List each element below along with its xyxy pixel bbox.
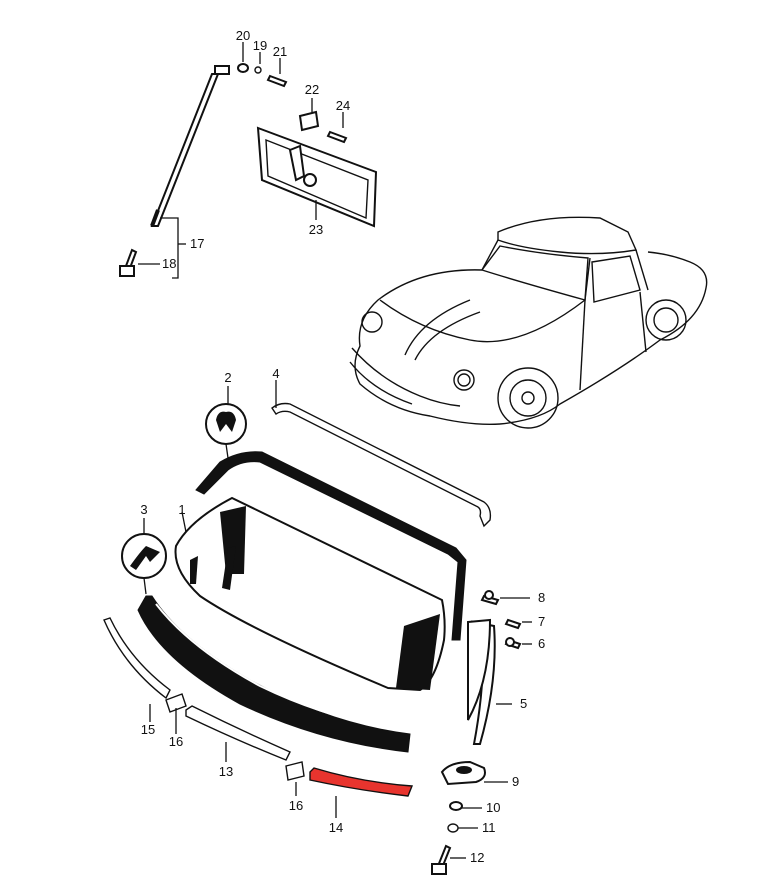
label-24: 24 (336, 98, 350, 113)
label-18: 18 (162, 256, 176, 271)
windshield-glass-1 (174, 496, 446, 692)
label-8: 8 (538, 590, 545, 605)
part-number-labels: 1 2 3 4 5 6 7 8 9 10 11 12 13 14 15 16 1… (140, 28, 545, 865)
label-16-right: 16 (289, 798, 303, 813)
label-19: 19 (253, 38, 267, 53)
screw-21 (266, 74, 288, 88)
car-illustration (349, 216, 708, 429)
callout-profile-3 (121, 533, 167, 579)
label-21: 21 (273, 44, 287, 59)
label-12: 12 (470, 850, 484, 865)
label-10: 10 (486, 800, 500, 815)
mirror-rod (150, 73, 220, 227)
rear-view-mirror-assembly (119, 63, 378, 277)
label-6: 6 (538, 636, 545, 651)
corner-trim-5 (467, 618, 496, 745)
label-2: 2 (224, 370, 231, 385)
trim-strip-15 (103, 617, 171, 700)
clip-16-right (285, 761, 305, 781)
label-23: 23 (309, 222, 323, 237)
label-15: 15 (141, 722, 155, 737)
label-3: 3 (140, 502, 147, 517)
label-9: 9 (512, 774, 519, 789)
rod-cap (214, 65, 230, 75)
mirror-23 (256, 126, 378, 228)
ring-19 (254, 66, 262, 74)
label-11: 11 (482, 820, 496, 835)
label-17: 17 (190, 236, 204, 251)
label-7: 7 (538, 614, 545, 629)
label-22: 22 (305, 82, 319, 97)
trim-strip-4 (271, 402, 492, 528)
mirror-arm (288, 144, 306, 182)
washer-20 (237, 63, 249, 73)
screw-24 (326, 130, 348, 144)
label-20: 20 (236, 28, 250, 43)
bracket-22 (298, 110, 320, 132)
label-4: 4 (272, 366, 279, 381)
label-5: 5 (520, 696, 527, 711)
label-13: 13 (219, 764, 233, 779)
leader-lines (138, 42, 532, 859)
bolt-18-head (119, 265, 135, 277)
washer-10 (449, 801, 463, 811)
trim-strip-13 (185, 705, 291, 761)
label-1: 1 (178, 502, 185, 517)
label-14: 14 (329, 820, 343, 835)
callout-profile-2 (205, 403, 247, 445)
screw-7 (504, 618, 522, 630)
clip-16-left (165, 693, 187, 713)
trim-strip-14-highlighted[interactable] (309, 767, 414, 797)
windshield-seal-upper-2 (195, 451, 467, 641)
ring-11 (447, 823, 459, 833)
label-16-left: 16 (169, 734, 183, 749)
